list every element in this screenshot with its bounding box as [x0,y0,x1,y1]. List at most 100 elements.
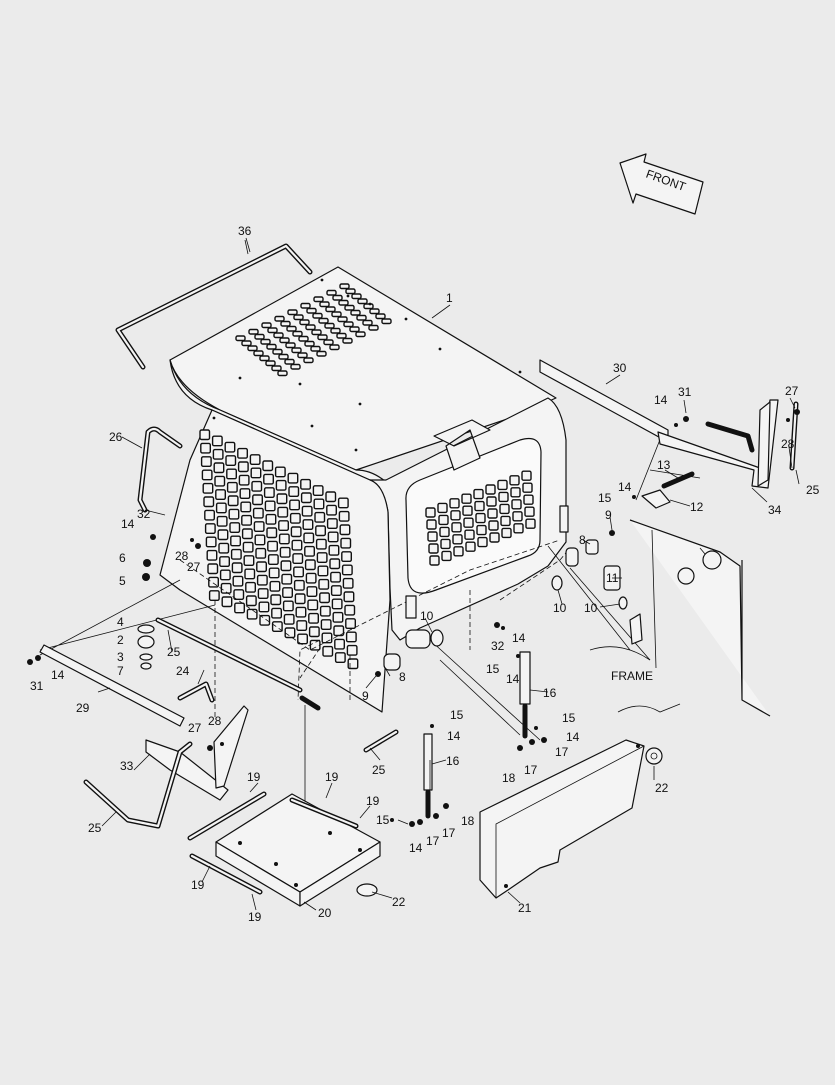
callout-c14d: 14 [51,668,65,682]
grille-cell [327,531,339,543]
grille-cell [523,494,534,505]
rear-panel-21 [479,739,645,899]
callout-c5: 5 [119,574,126,588]
grille-cell [337,497,349,509]
grille-cell [289,512,301,524]
grille-cell [304,340,315,347]
grille-cell [199,429,211,441]
rod-25-mid [155,617,399,753]
grille-cell [512,511,523,522]
grille-cell [312,485,324,496]
roof-hole [212,416,216,420]
grille-cell [261,322,272,329]
callout-c17c: 17 [426,834,440,848]
grille-cell [302,519,314,530]
grille-cell [278,353,289,360]
grille-cell [283,613,295,625]
callout-c14i: 14 [409,841,423,855]
grille-cell [317,565,329,577]
grille-cell [248,328,259,335]
grille-cell [213,462,225,474]
callout-c15b: 15 [486,662,500,676]
grille-cell [314,511,326,523]
grille-cell [425,507,436,518]
guard-rod-36 [115,243,313,370]
roof-hole [358,402,362,406]
grille-cell [299,319,310,326]
frame-label: FRAME [611,669,653,683]
grille-cell [438,514,449,526]
grille-cell [216,515,228,527]
grille-cell [259,614,271,626]
grille-cell [345,288,356,295]
callout-c10c: 10 [420,609,434,623]
grille-cell [375,313,386,320]
grille-cell [333,625,345,637]
grille-cell [319,301,330,308]
grille-cell [489,532,500,543]
grille-cell [233,589,245,600]
grille-cell [303,532,315,544]
roof-hole [518,370,522,374]
front-arrow: FRONT [619,153,704,215]
grille-cell [253,350,264,357]
grille-cell [274,466,286,478]
grille-cell [316,552,328,563]
callout-c19c: 19 [366,794,380,808]
grille-cell [291,539,303,551]
grille-cell [300,492,312,504]
grille-cell [296,620,308,631]
grille-cell [334,638,345,650]
callout-c17d: 17 [442,826,456,840]
grille-cell [306,586,318,597]
grille-cell [306,307,317,314]
grille-cell [265,513,277,525]
callout-c7: 7 [117,664,124,678]
grille-cell [251,480,263,492]
grille-cell [450,510,461,521]
grille-cell [311,329,322,336]
grille-cell [215,502,227,514]
seal-strips-19 [187,791,359,895]
grille-cell [238,474,250,486]
front-window-grille [425,470,536,566]
grille-cell [221,596,233,608]
roof-hole [320,278,324,282]
grille-cell [241,528,253,540]
grille-cell [330,585,342,596]
grille-cell [280,320,291,327]
grille-cell [284,358,295,365]
grille-cell [290,526,302,538]
grille-cell [247,345,258,352]
grille-cell [267,327,278,334]
callout-c14e: 14 [512,631,526,645]
grille-cell [225,455,237,466]
grille-cell [207,563,219,575]
callout-c14c: 14 [121,517,135,531]
grille-cell [232,575,244,587]
grille-cell [265,360,276,367]
grille-cell [266,343,277,350]
callout-c2: 2 [117,633,124,647]
grille-cell [282,587,293,598]
grille-cell [230,548,242,560]
grille-cell [260,338,271,345]
grille-cell [318,578,330,590]
grille-cell [254,534,266,546]
grille-cell [292,553,304,564]
grille-cell [498,491,509,503]
grille-cell [329,558,341,570]
grille-cell [205,536,217,548]
grille-cell [463,517,474,528]
grille-cell [201,469,213,481]
grille-cell [224,441,236,453]
grille-cell [313,498,325,510]
callout-c16b: 16 [446,754,460,768]
grille-cell [297,633,308,645]
callout-c8a: 8 [579,533,586,547]
grille-cell [226,468,238,480]
grille-cell [250,467,262,479]
grille-cell [427,531,438,542]
grille-cell [259,355,270,362]
